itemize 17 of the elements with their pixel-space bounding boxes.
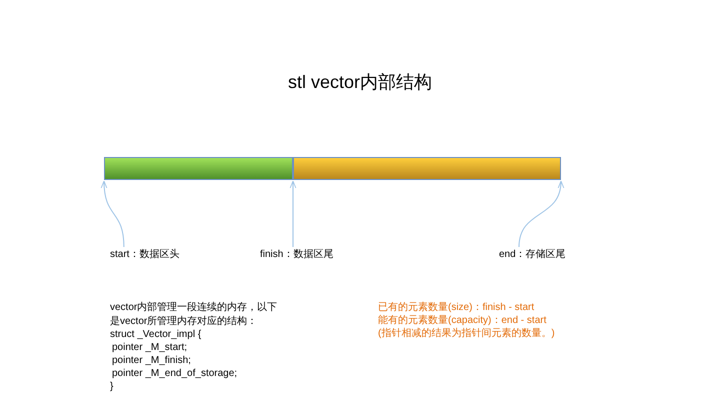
leader-arrow — [101, 180, 124, 248]
pointer-label: finish：数据区尾 — [260, 248, 334, 261]
note-text: 能有的元素数量(capacity)：end - start — [378, 314, 546, 328]
code-line: pointer _M_end_of_storage; — [111, 367, 238, 380]
memory-bar — [293, 157, 561, 180]
pointer-label: start：数据区头 — [110, 248, 180, 261]
code-line: } — [110, 380, 114, 394]
note-text: 已有的元素数量(size)：finish - start — [378, 301, 534, 314]
code-line: pointer _M_start; — [111, 341, 188, 354]
title: stl vector内部结构 — [286, 71, 434, 94]
memory-bar — [104, 157, 293, 180]
code-line: pointer _M_finish; — [111, 354, 191, 368]
leader-arrow — [518, 180, 564, 248]
leader-arrow — [290, 180, 296, 248]
note-text: (指针相减的结果为指针间元素的数量。) — [378, 327, 555, 340]
pointer-label: end：存储区尾 — [499, 248, 566, 261]
code-line: struct _Vector_impl { — [110, 328, 202, 342]
